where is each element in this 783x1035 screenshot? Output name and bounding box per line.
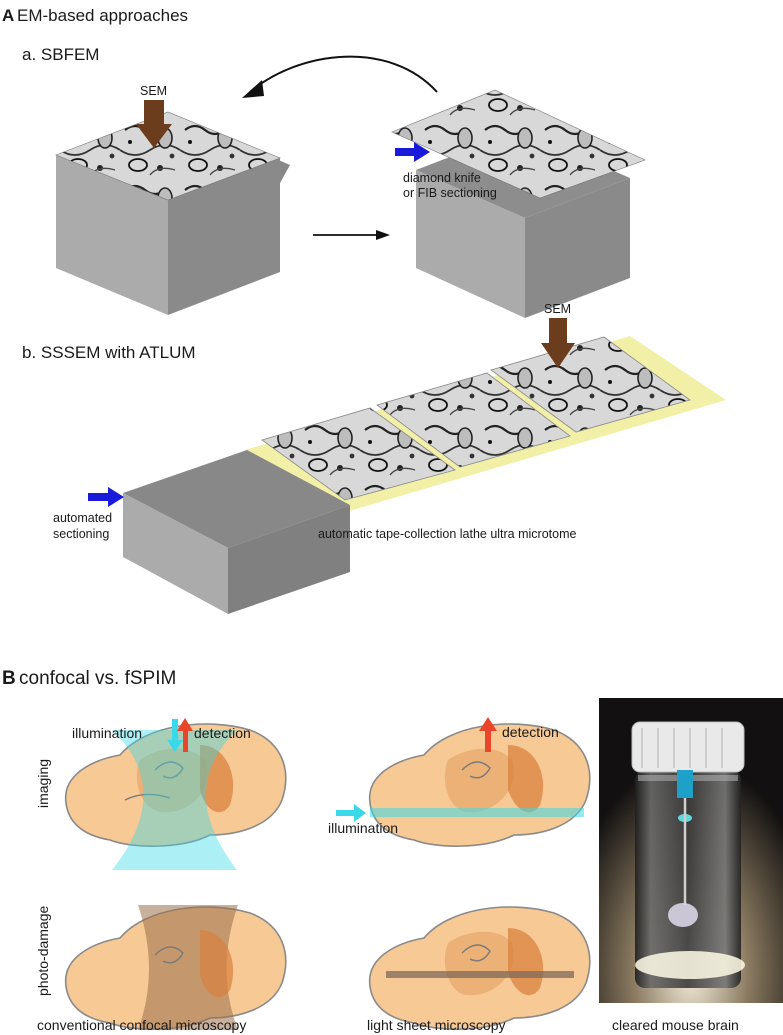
confocal-photodamage-brain: [64, 905, 287, 1030]
lightsheet-caption: light sheet microscopy: [367, 1017, 506, 1033]
sectioning-label-1: automated: [53, 511, 112, 525]
lightsheet-damage-band: [386, 971, 574, 978]
confocal-illumination-label: illumination: [72, 725, 142, 741]
process-arrow-head: [376, 230, 390, 240]
sectioning-label-2: sectioning: [53, 527, 109, 541]
confocal-illumination-arrow: [167, 719, 183, 752]
lightsheet-photodamage-brain: [368, 906, 591, 1030]
lightsheet-illumination-label: illumination: [328, 820, 398, 836]
panel-b-title: confocal vs. fSPIM: [19, 668, 176, 689]
sssem-block: [123, 450, 350, 614]
row-imaging-label: imaging: [35, 759, 51, 808]
sbfem-sem-arrow: [136, 100, 172, 148]
lightsheet-illumination-arrow: [336, 804, 366, 822]
sbfem-sem-label: SEM: [140, 84, 167, 98]
tape-sections: [261, 336, 691, 501]
panel-a-title: EM-based approaches: [17, 6, 188, 25]
lightsheet-detection-arrow: [479, 717, 497, 752]
sbfem-block-right: [391, 89, 646, 318]
knife-label-2: or FIB sectioning: [403, 186, 497, 200]
sssem-title: b. SSSEM with ATLUM: [22, 343, 196, 362]
panel-a-letter: A: [2, 6, 14, 25]
tape-label: automatic tape-collection lathe ultra mi…: [318, 527, 577, 541]
cleared-brain-photo: [599, 698, 783, 1003]
photo-caption: cleared mouse brain: [612, 1017, 739, 1033]
cycle-arrow: [249, 55, 438, 93]
sectioning-arrow: [88, 487, 124, 507]
cycle-arrow-head: [242, 80, 264, 98]
sbfem-block-left: [55, 111, 290, 315]
lightsheet-detection-label: detection: [502, 724, 559, 740]
confocal-caption: conventional confocal microscopy: [37, 1017, 246, 1033]
confocal-detection-label: detection: [194, 725, 251, 741]
sssem-sem-label: SEM: [544, 302, 571, 316]
confocal-imaging-brain: [64, 723, 287, 847]
lightsheet-imaging-brain: [368, 723, 591, 847]
panel-b-letter: B: [2, 668, 16, 689]
sbfem-title: a. SBFEM: [22, 45, 99, 64]
lightsheet-sheet: [370, 808, 584, 817]
confocal-detection-arrow: [177, 718, 193, 752]
knife-label-1: diamond knife: [403, 171, 481, 185]
knife-arrow: [395, 142, 430, 162]
row-photodamage-label: photo-damage: [35, 905, 51, 996]
confocal-illumination-cone: [112, 730, 237, 870]
sssem-sem-arrow: [541, 318, 575, 368]
